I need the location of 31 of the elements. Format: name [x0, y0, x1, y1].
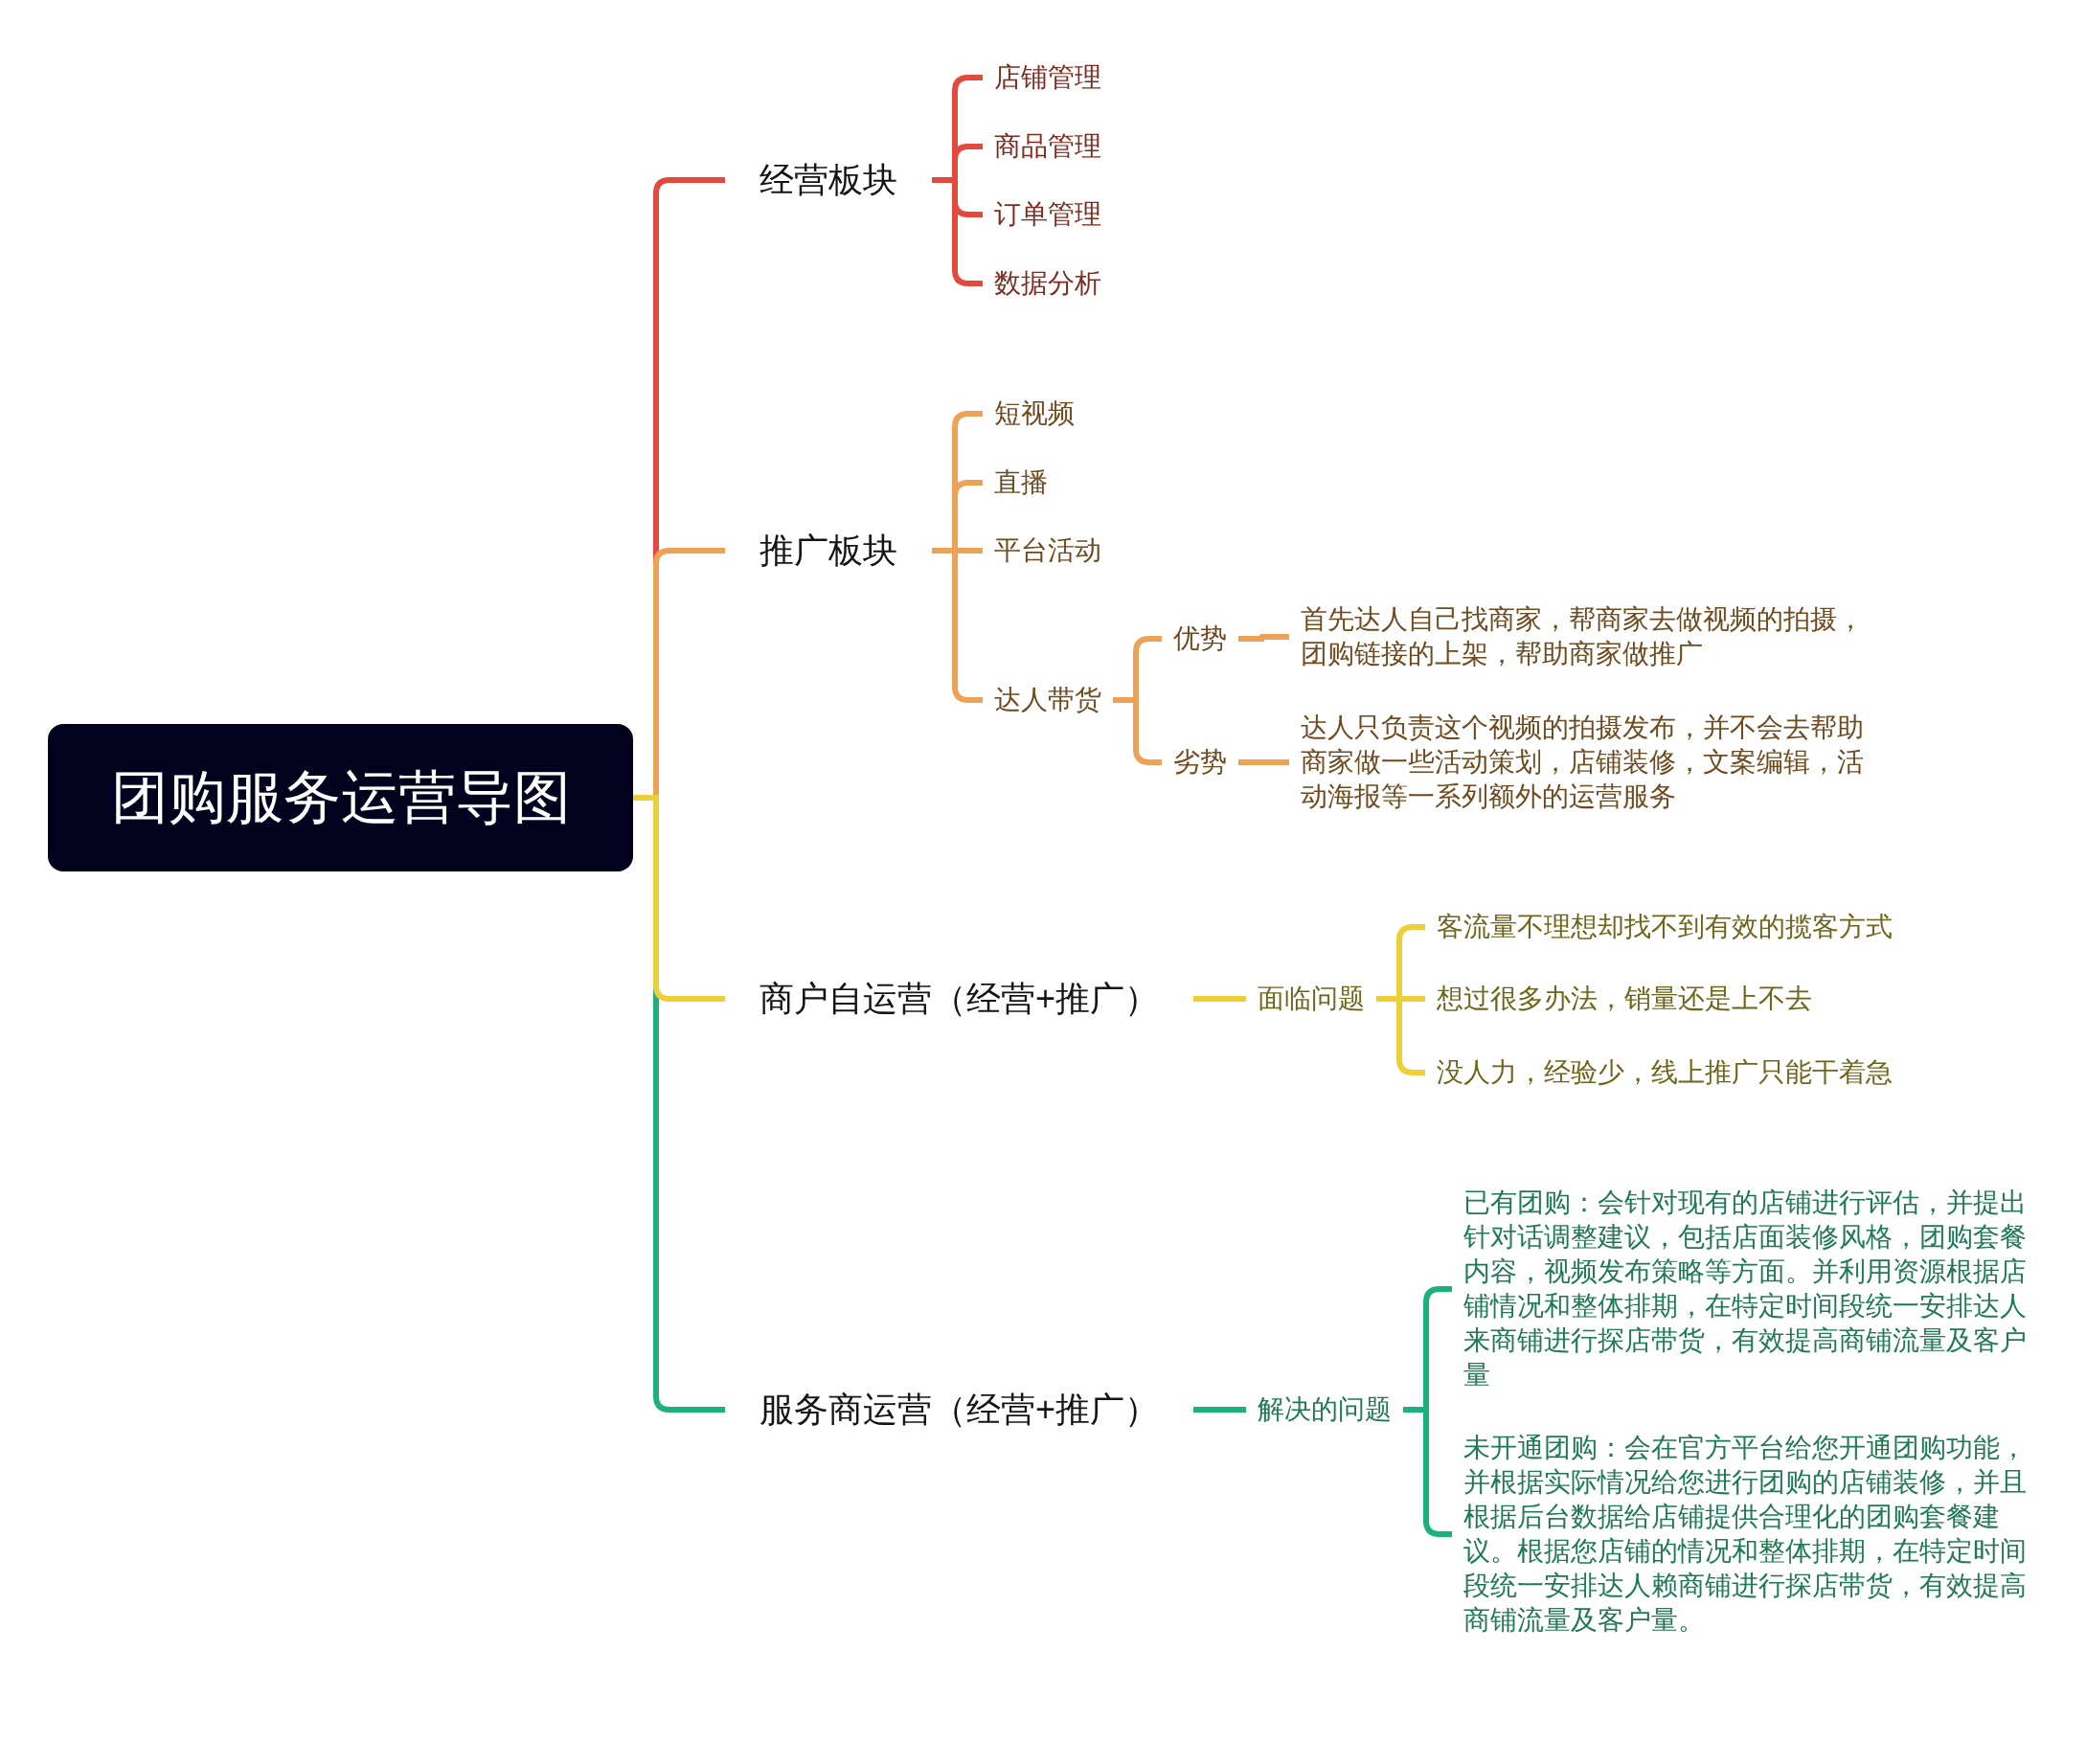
main-topic-text: 经营板块 — [760, 159, 897, 201]
branch-line — [1403, 1286, 1452, 1413]
subtopic-text: 客流量不理想却找不到有效的揽客方式 — [1437, 911, 1893, 943]
main-topic-text: 推广板块 — [760, 530, 897, 572]
subtopic-text: 订单管理 — [994, 198, 1101, 231]
subtopic-text: 面临问题 — [1258, 983, 1365, 1015]
subtopic-text: 平台活动 — [994, 534, 1101, 567]
branch-line — [1238, 759, 1289, 765]
main-topic-text: 商户自运营（经营+推广） — [760, 978, 1160, 1020]
description-text: 达人只负责这个视频的拍摄发布，并不会去帮助商家做一些活动策划，店铺装修，文案编辑，活动海报等一系列额外的运营服务 — [1301, 712, 1865, 813]
branch-line — [1113, 636, 1162, 703]
subtopic-text: 短视频 — [994, 397, 1075, 430]
description-text: 首先达人自己找商家，帮商家去做视频的拍摄，团购链接的上架，帮助商家做推广 — [1301, 603, 1865, 670]
subtopic-text: 想过很多办法，销量还是上不去 — [1437, 983, 1812, 1015]
subtopic-text: 店铺管理 — [994, 61, 1101, 94]
subtopic-text: 劣势 — [1173, 746, 1227, 779]
branch-line — [1193, 1407, 1246, 1413]
central-topic-box: 团购服务运营导图 — [48, 724, 633, 871]
branch-line — [1193, 996, 1246, 1002]
subtopic-text: 达人带货 — [994, 684, 1101, 716]
subtopic-text: 解决的问题 — [1258, 1393, 1392, 1426]
subtopic-text: 数据分析 — [994, 267, 1101, 300]
description-text: 未开通团购：会在官方平台给您开通团购功能，并根据实际情况给您进行团购的店铺装修，并且根据后台数据给店铺提供合理化的团购套餐建议。根据您店铺的情况和整体排期，在特定时间段统一安排达人赖商铺进行探店带货，有效提高商铺流量及客户量。 — [1463, 1432, 2028, 1637]
branch-line — [633, 795, 725, 1002]
subtopic-text: 没人力，经验少，线上推广只能干着急 — [1437, 1056, 1893, 1089]
subtopic-text: 商品管理 — [994, 130, 1101, 163]
main-topic-text: 服务商运营（经营+推广） — [760, 1389, 1160, 1431]
subtopic-text: 直播 — [994, 466, 1048, 499]
branch-line — [1238, 634, 1289, 642]
subtopic-text: 优势 — [1173, 622, 1227, 655]
description-text: 已有团购：会针对现有的店铺进行评估，并提出针对话调整建议，包括店面装修风格，团购套餐内容，视频发布策略等方面。并利用资源根据店铺情况和整体排期，在特定时间段统一安排达人来商铺进行探店带货，有效提高商铺流量及客户量 — [1463, 1187, 2028, 1391]
